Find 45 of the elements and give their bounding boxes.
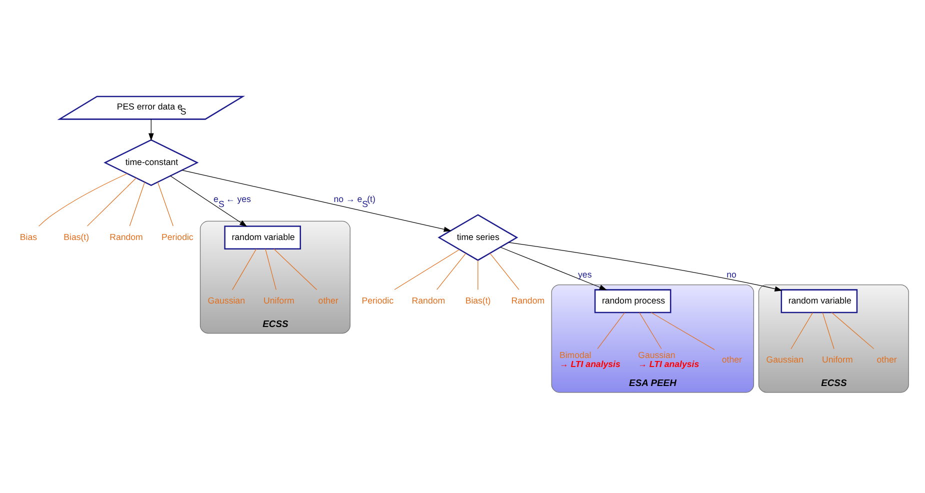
edge-label: yes <box>578 268 592 279</box>
arrow <box>170 175 248 226</box>
connector <box>639 312 662 349</box>
connector <box>490 252 520 290</box>
connector <box>831 312 874 349</box>
node-text: Gaussian <box>208 294 245 305</box>
node-text: Periodic <box>162 231 194 242</box>
connector <box>265 248 276 290</box>
node-diamond: time series <box>438 214 518 260</box>
node-text: Gaussian <box>766 354 804 364</box>
node-text: Bias(t) <box>465 294 491 305</box>
connector <box>394 248 460 290</box>
node-box: random variable <box>780 288 858 313</box>
node-text: Bias(t) <box>64 231 90 242</box>
node-box: random process <box>594 288 672 313</box>
node-text: Periodic <box>362 294 394 305</box>
node-text: Random <box>110 231 143 242</box>
connector <box>822 312 834 349</box>
connector <box>597 312 625 349</box>
arrow <box>148 118 154 140</box>
node-text: other <box>318 294 338 305</box>
connector <box>790 312 813 349</box>
node-text: Bimodal → LTI analysis <box>559 349 620 368</box>
arrow <box>500 246 607 290</box>
connector <box>650 312 715 350</box>
node-box: random variable <box>224 225 301 250</box>
connector <box>274 248 318 290</box>
connector <box>86 177 136 226</box>
arrow <box>508 242 782 291</box>
connector <box>436 252 466 290</box>
node-text: other <box>876 354 897 364</box>
arrow <box>182 169 452 232</box>
connector <box>129 181 145 226</box>
connector <box>157 181 174 226</box>
node-text: other <box>722 354 742 364</box>
node-text: Uniform <box>822 354 853 364</box>
connector <box>232 248 257 290</box>
node-text: Random <box>511 294 545 305</box>
connector <box>38 172 128 226</box>
node-text: Random <box>412 294 446 305</box>
node-text: Uniform <box>264 294 294 305</box>
node-diamond: time-constant <box>104 138 199 186</box>
node-text: Bias <box>20 231 37 242</box>
node-text: Gaussian → LTI analysis <box>638 349 700 368</box>
edge-label: no <box>726 268 736 279</box>
